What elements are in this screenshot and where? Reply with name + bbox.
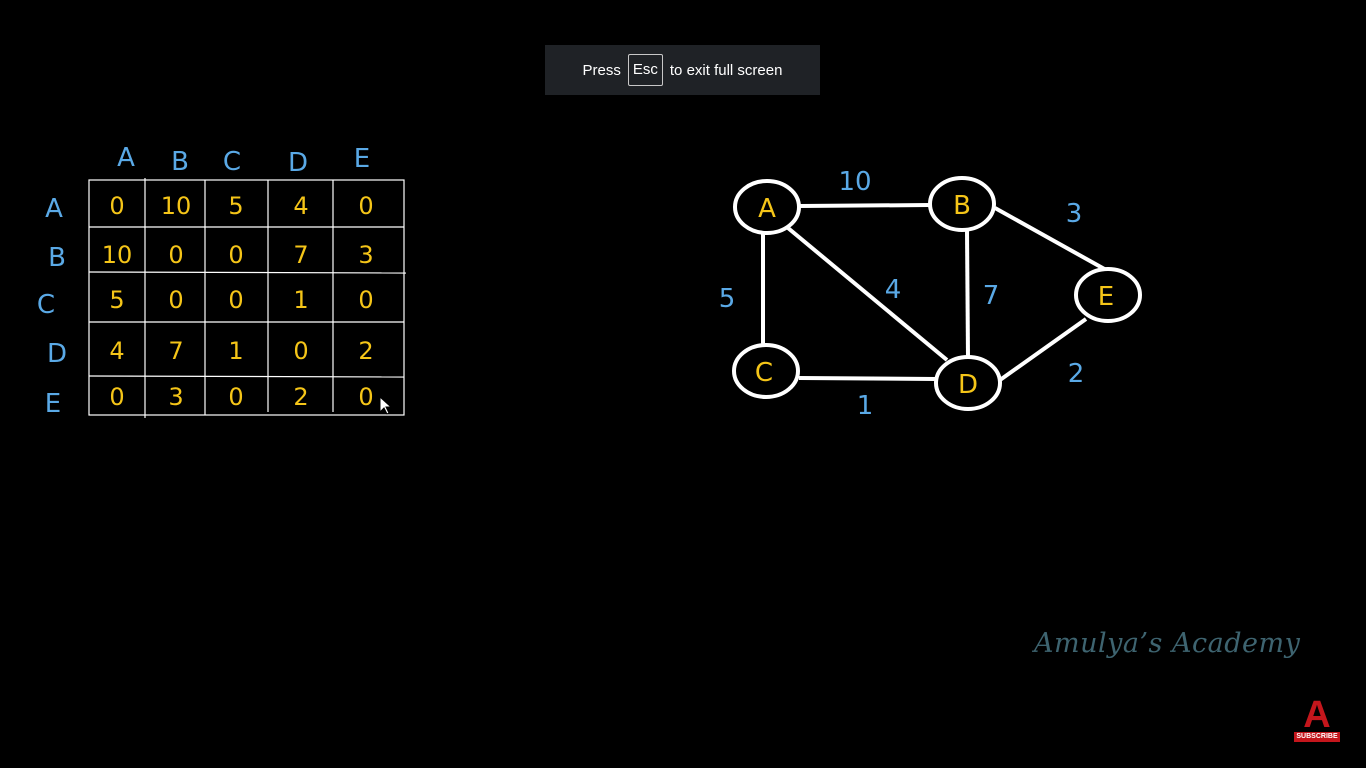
edge-b-e	[994, 206, 1109, 273]
node-label: B	[953, 191, 971, 221]
matrix-cell: 10	[102, 241, 133, 269]
matrix-cell: 0	[168, 286, 183, 314]
matrix-cell: 0	[228, 241, 243, 269]
node-e	[1074, 267, 1142, 323]
edge-weight: 2	[1068, 359, 1085, 389]
col-header: A	[117, 143, 135, 173]
matrix-cell: 4	[109, 337, 124, 365]
matrix-cell: 0	[228, 286, 243, 314]
edge-c-d	[798, 376, 937, 381]
graph-edges	[761, 203, 1109, 382]
col-header: C	[223, 147, 241, 177]
matrix-cell: 0	[228, 383, 243, 411]
row-header: B	[48, 243, 66, 273]
logo-caption: SUBSCRIBE	[1294, 732, 1340, 742]
edge-weight: 5	[719, 284, 736, 314]
edge-d-e	[998, 317, 1088, 382]
matrix-col-headers: A B C D E	[117, 143, 370, 178]
node-d	[934, 355, 1002, 411]
banner-press-text: Press	[582, 61, 621, 79]
col-header: D	[288, 148, 308, 178]
matrix-cell: 10	[161, 192, 192, 220]
matrix-cell: 0	[358, 383, 373, 411]
col-header: B	[171, 147, 189, 177]
mouse-cursor-icon	[379, 395, 393, 415]
subscribe-logo[interactable]: A SUBSCRIBE	[1294, 694, 1340, 742]
graph-nodes	[732, 176, 1142, 411]
matrix-row-headers: A B C D E	[37, 194, 67, 419]
node-b	[928, 176, 996, 232]
esc-key[interactable]: Esc	[627, 54, 663, 86]
edge-weight: 1	[857, 391, 874, 421]
matrix-cell: 0	[358, 192, 373, 220]
matrix-cell: 3	[358, 241, 373, 269]
edge-b-d	[965, 229, 970, 359]
banner-rest-text: to exit full screen	[669, 61, 783, 79]
matrix-hline	[88, 271, 407, 274]
brand-watermark: Amulya’s Academy	[1034, 628, 1301, 659]
matrix-cell: 0	[109, 192, 124, 220]
edge-weight: 4	[885, 275, 902, 305]
matrix-cell: 4	[293, 192, 308, 220]
matrix-cell: 1	[293, 286, 308, 314]
node-a	[733, 179, 801, 235]
matrix-cell: 5	[228, 192, 243, 220]
fullscreen-banner: Press Esc to exit full screen	[545, 45, 820, 95]
edge-a-d	[786, 226, 949, 362]
node-label: D	[958, 370, 978, 400]
edge-weight: 10	[838, 167, 871, 197]
row-header: E	[45, 389, 61, 419]
matrix-hline	[88, 375, 405, 378]
matrix-cell: 0	[109, 383, 124, 411]
matrix-cell: 7	[293, 241, 308, 269]
node-label: A	[758, 194, 776, 224]
logo-letter: A	[1303, 694, 1331, 736]
matrix-border	[88, 179, 405, 416]
matrix-cell: 5	[109, 286, 124, 314]
matrix-cell: 0	[358, 286, 373, 314]
matrix-cell: 0	[293, 337, 308, 365]
edge-a-b	[799, 203, 931, 208]
row-header: A	[45, 194, 63, 224]
adjacency-matrix	[88, 178, 407, 418]
matrix-cell: 3	[168, 383, 183, 411]
graph-node-labels: A B C D E	[755, 191, 1114, 400]
matrix-cell: 0	[168, 241, 183, 269]
row-header: C	[37, 290, 55, 320]
matrix-cell: 2	[358, 337, 373, 365]
node-c	[732, 343, 800, 399]
node-label: E	[1098, 282, 1114, 312]
node-label: C	[755, 358, 773, 388]
matrix-cell: 1	[228, 337, 243, 365]
edge-weight: 7	[983, 281, 1000, 311]
edge-weight: 3	[1066, 199, 1083, 229]
row-header: D	[47, 339, 67, 369]
matrix-cell: 2	[293, 383, 308, 411]
graph-edge-weights: 10 5 4 7 3 1 2	[719, 167, 1085, 421]
matrix-cell: 7	[168, 337, 183, 365]
col-header: E	[354, 144, 370, 174]
